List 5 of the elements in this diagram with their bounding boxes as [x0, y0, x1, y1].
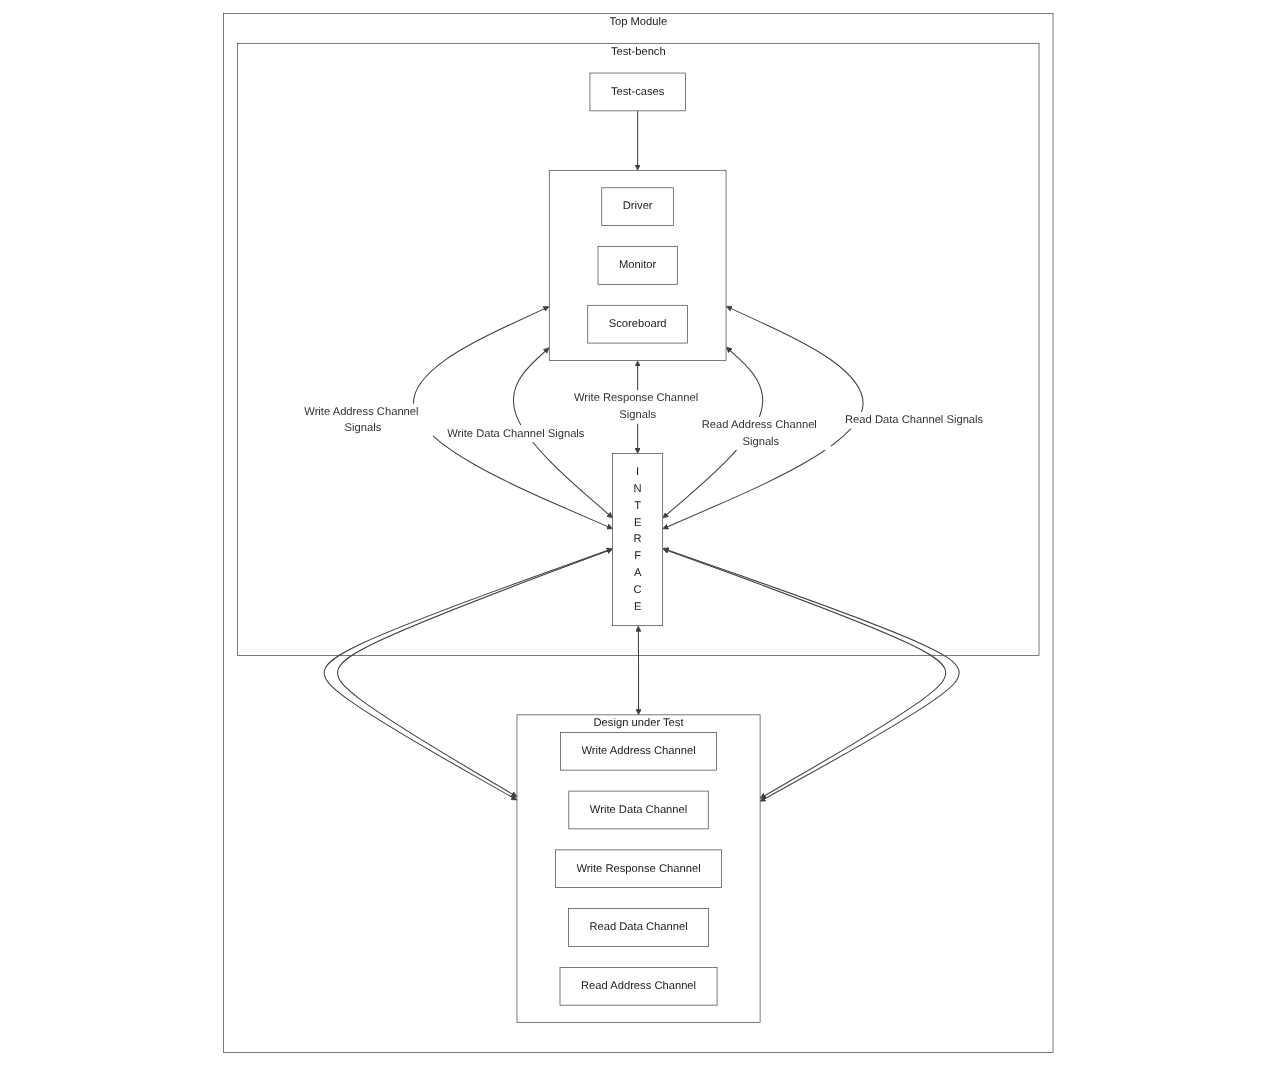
arrow [412, 306, 613, 530]
arrow [634, 625, 642, 716]
arrow [634, 110, 641, 171]
cluster [548, 169, 727, 361]
arrow [512, 347, 613, 519]
